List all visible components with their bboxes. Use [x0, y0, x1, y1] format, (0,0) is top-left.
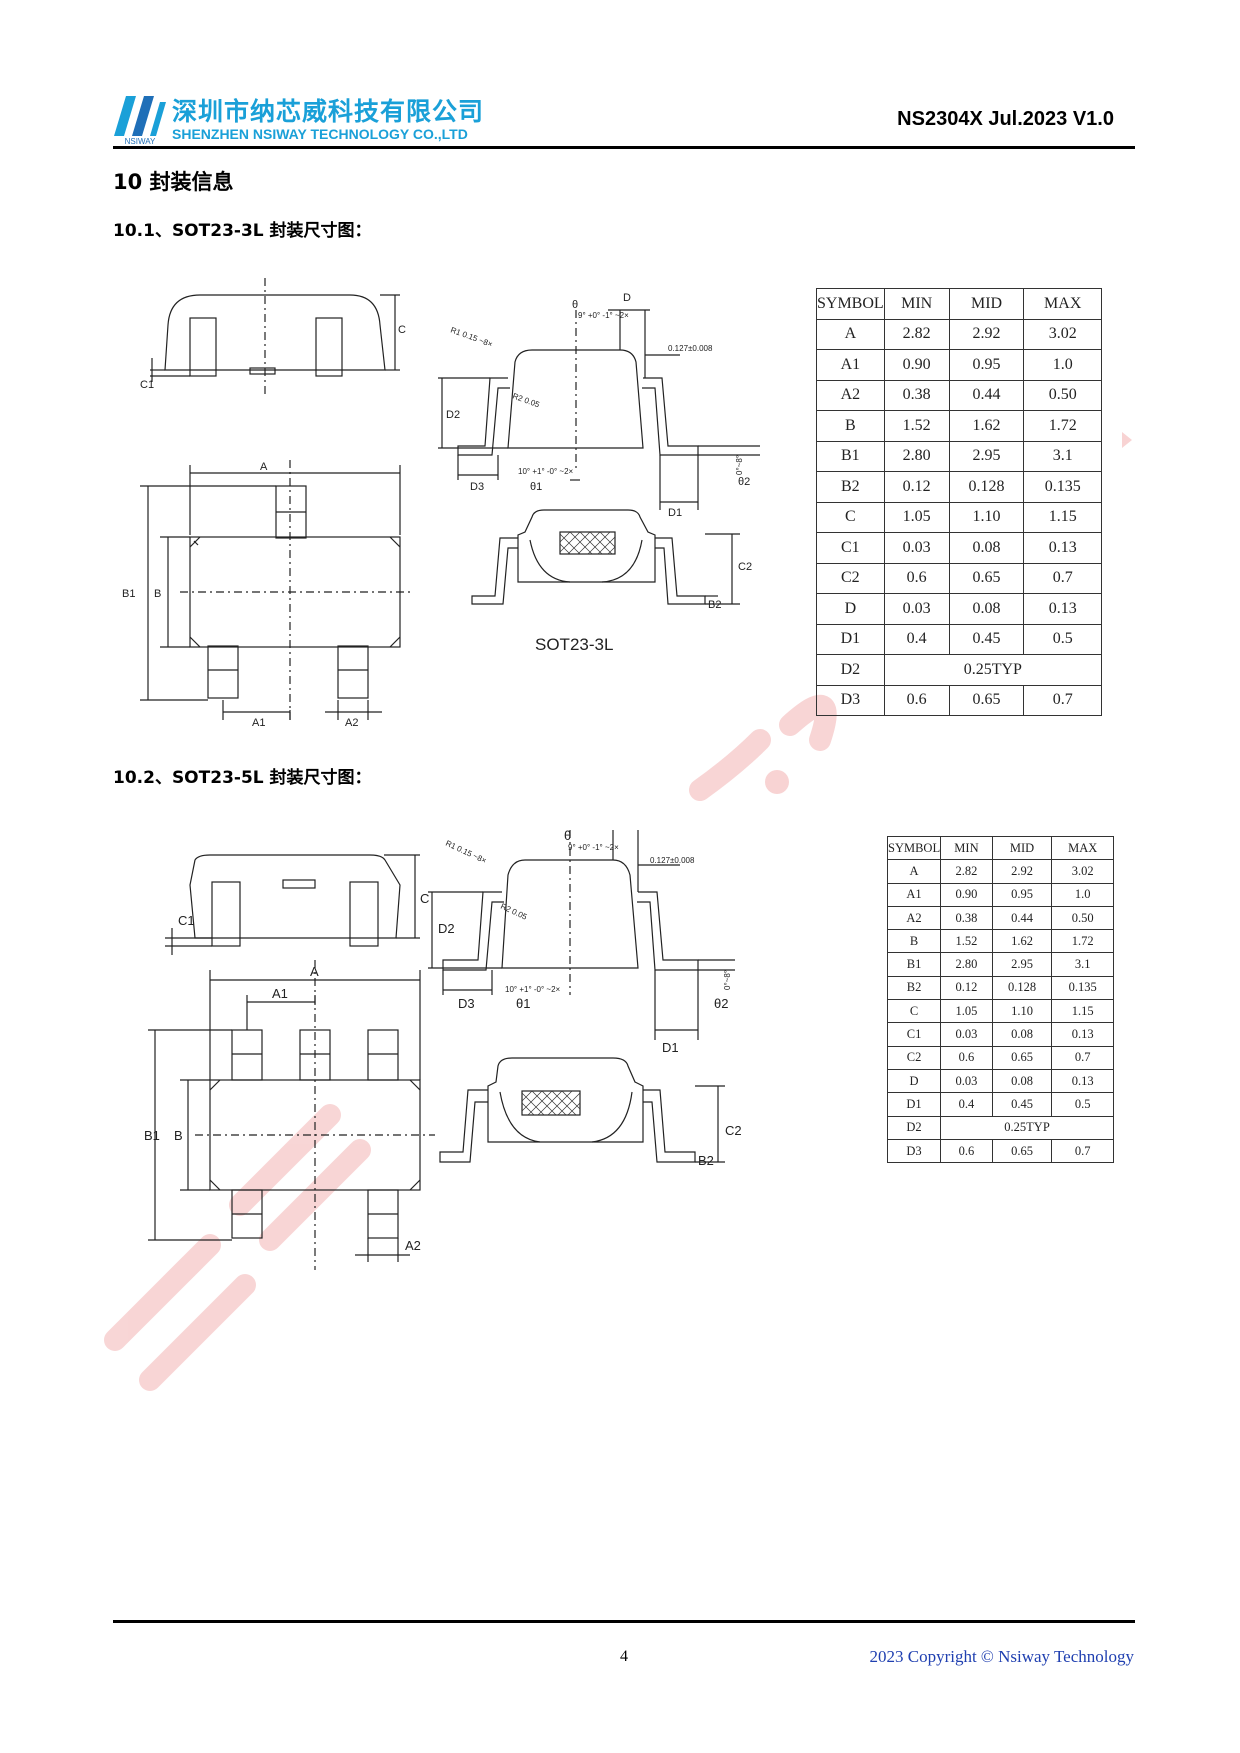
company-name-cn: 深圳市纳芯威科技有限公司: [172, 97, 485, 126]
svg-text:θ1: θ1: [516, 996, 530, 1011]
sot23-5l-drawing: C C1 A A1 B1 B A2 D θ 9° +0° -1° ~2× 0.1…: [144, 830, 742, 1270]
svg-text:A: A: [260, 461, 268, 473]
svg-text:B: B: [174, 1128, 183, 1143]
svg-text:B1: B1: [122, 588, 135, 600]
svg-text:NSIWAY: NSIWAY: [125, 137, 156, 146]
svg-text:A: A: [310, 964, 319, 979]
company-logo: NSIWAY: [112, 90, 168, 146]
copyright-notice: 2023 Copyright © Nsiway Technology: [869, 1647, 1134, 1666]
svg-text:B2: B2: [708, 599, 721, 611]
svg-text:θ2: θ2: [714, 996, 728, 1011]
svg-text:10° +1° -0° ~2×: 10° +1° -0° ~2×: [505, 985, 561, 994]
svg-text:0.127±0.008: 0.127±0.008: [668, 344, 713, 353]
svg-text:R1 0.15 ~8×: R1 0.15 ~8×: [444, 839, 488, 866]
svg-text:D3: D3: [458, 996, 475, 1011]
svg-text:R1 0.15 ~8×: R1 0.15 ~8×: [449, 325, 494, 349]
svg-text:D2: D2: [438, 921, 455, 936]
svg-text:C: C: [420, 891, 429, 906]
svg-text:C2: C2: [725, 1123, 742, 1138]
svg-text:C: C: [398, 324, 406, 336]
company-name-en: SHENZHEN NSIWAY TECHNOLOGY CO.,LTD: [172, 126, 468, 142]
page-number: 4: [620, 1648, 628, 1665]
svg-text:A2: A2: [345, 717, 358, 729]
svg-text:10° +1° -0° ~2×: 10° +1° -0° ~2×: [518, 467, 574, 476]
svg-text:B: B: [154, 588, 161, 600]
svg-text:9° +0° -1° ~2×: 9° +0° -1° ~2×: [578, 311, 629, 320]
svg-text:9° +0° -1° ~2×: 9° +0° -1° ~2×: [568, 843, 619, 852]
svg-text:D1: D1: [668, 507, 682, 519]
sot23-3l-drawing: C C1 A B1 B A1 A2 θ D 9° +0° -1° ~2× 0.1…: [122, 278, 760, 729]
svg-text:A1: A1: [272, 986, 288, 1001]
side-view-body: [164, 294, 386, 371]
svg-text:C1: C1: [140, 379, 154, 391]
svg-text:0.127±0.008: 0.127±0.008: [650, 856, 695, 865]
svg-text:0°~8°: 0°~8°: [723, 970, 732, 990]
svg-text:C2: C2: [738, 561, 752, 573]
svg-text:D1: D1: [662, 1040, 679, 1055]
svg-text:θ1: θ1: [530, 481, 542, 493]
footer-divider: [113, 1620, 1135, 1623]
svg-text:θ2: θ2: [738, 476, 750, 488]
svg-text:A2: A2: [405, 1238, 421, 1253]
subsection-title-sot23-3l: 10.1、SOT23-3L 封装尺寸图：: [113, 221, 372, 241]
svg-text:C1: C1: [178, 913, 195, 928]
svg-text:B2: B2: [698, 1153, 714, 1168]
svg-text:D: D: [623, 292, 631, 304]
svg-text:θ: θ: [572, 299, 578, 311]
header-divider: [113, 146, 1135, 149]
svg-text:B1: B1: [144, 1128, 160, 1143]
svg-text:0°~8°: 0°~8°: [735, 455, 744, 475]
package-label-sot23-3l: SOT23-3L: [535, 635, 613, 654]
section-title: 10 封装信息: [113, 170, 234, 194]
document-id: NS2304X Jul.2023 V1.0: [897, 108, 1114, 130]
svg-text:θ: θ: [564, 830, 571, 843]
svg-text:D2: D2: [446, 409, 460, 421]
svg-text:R2 0.05: R2 0.05: [499, 902, 529, 922]
svg-text:D3: D3: [470, 481, 484, 493]
subsection-title-sot23-5l: 10.2、SOT23-5L 封装尺寸图：: [113, 768, 372, 788]
svg-text:A1: A1: [252, 717, 265, 729]
svg-text:R2 0.05: R2 0.05: [511, 391, 541, 409]
